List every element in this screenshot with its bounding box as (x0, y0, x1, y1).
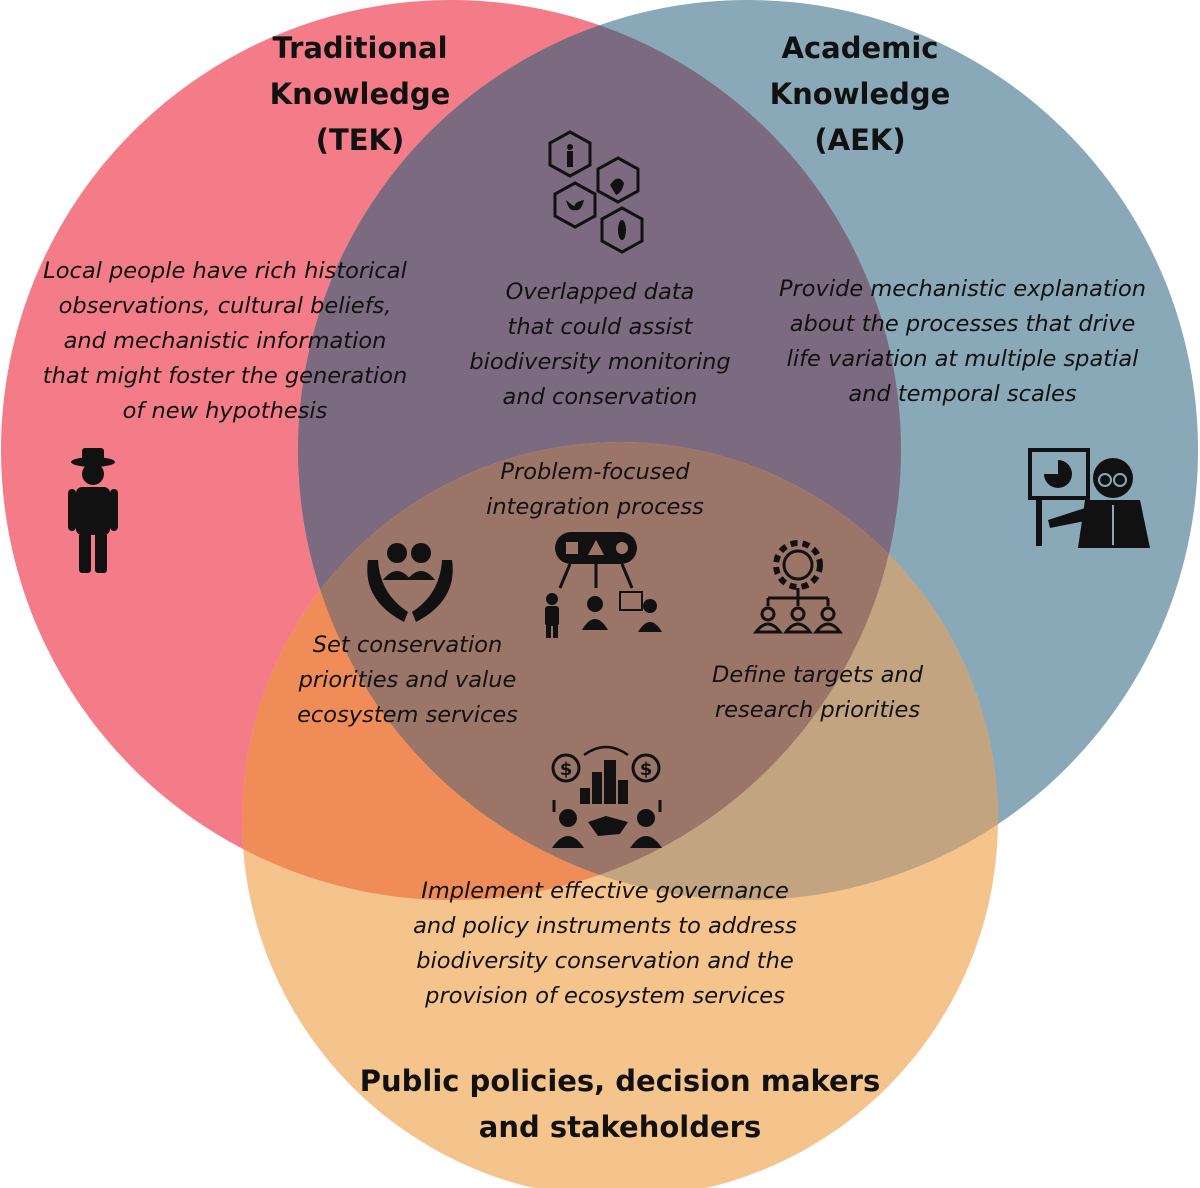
tek-description: Local people have rich historical observ… (20, 254, 430, 429)
integration-process-icon (545, 532, 662, 638)
center-integration-label: Problem-focused integration process (465, 455, 725, 525)
tek-description-line: observations, cultural beliefs, (58, 293, 392, 319)
aek-description-line: about the processes that drive (789, 311, 1136, 337)
tek-description-line: that might foster the generation (42, 363, 408, 389)
overlap-data-description: Overlapped data that could assist biodiv… (440, 275, 760, 415)
ranger-person-icon (68, 448, 118, 573)
research-priorities-line: Define targets and (712, 662, 923, 688)
research-priorities-label: Define targets and research priorities (690, 658, 945, 728)
overlap-data-line: that could assist (507, 314, 693, 340)
tek-title-line: (TEK) (315, 123, 405, 157)
gear-hierarchy-icon (752, 540, 844, 634)
policy-description-line: provision of ecosystem services (425, 983, 785, 1009)
teacher-presenting-icon (1028, 448, 1150, 548)
tek-title-line: Knowledge (269, 77, 451, 111)
aek-description: Provide mechanistic explanation about th… (760, 272, 1165, 412)
tek-title-line: Traditional (272, 31, 448, 65)
conservation-priorities-line: priorities and value (298, 667, 517, 693)
aek-title-line: Academic (781, 31, 939, 65)
aek-description-line: and temporal scales (848, 381, 1077, 407)
aek-description-line: life variation at multiple spatial (786, 346, 1139, 372)
policy-description-line: Implement effective governance (421, 878, 789, 904)
policy-title: Public policies, decision makers and sta… (340, 1058, 900, 1150)
aek-title: Academic Knowledge (AEK) (735, 25, 985, 163)
aek-description-line: Provide mechanistic explanation (778, 276, 1147, 302)
tek-description-line: Local people have rich historical (43, 258, 407, 284)
policy-description-line: biodiversity conservation and the (416, 948, 794, 974)
center-label-line: Problem-focused (500, 459, 690, 485)
policy-description: Implement effective governance and polic… (370, 874, 840, 1014)
conservation-priorities-line: Set conservation (312, 632, 503, 658)
svg-text:$: $ (640, 759, 653, 780)
overlap-data-line: and conservation (502, 384, 698, 410)
policy-title-line: and stakeholders (478, 1110, 762, 1144)
conservation-priorities-line: ecosystem services (297, 702, 518, 728)
stakeholders-money-city-icon: $ $ (551, 745, 662, 848)
hands-holding-people-icon (367, 543, 453, 622)
tek-title: Traditional Knowledge (TEK) (235, 25, 485, 163)
overlap-data-line: Overlapped data (505, 279, 695, 305)
policy-description-line: and policy instruments to address (413, 913, 797, 939)
tek-description-line: of new hypothesis (122, 398, 328, 424)
aek-title-line: (AEK) (814, 123, 906, 157)
research-priorities-line: research priorities (714, 697, 921, 723)
tek-description-line: and mechanistic information (63, 328, 387, 354)
svg-text:$: $ (560, 759, 573, 780)
biodiversity-hexagons-icon (548, 130, 644, 254)
center-label-line: integration process (486, 494, 704, 520)
conservation-priorities-label: Set conservation priorities and value ec… (270, 628, 545, 733)
policy-title-line: Public policies, decision makers (359, 1064, 881, 1098)
overlap-data-line: biodiversity monitoring (469, 349, 731, 375)
aek-title-line: Knowledge (769, 77, 951, 111)
